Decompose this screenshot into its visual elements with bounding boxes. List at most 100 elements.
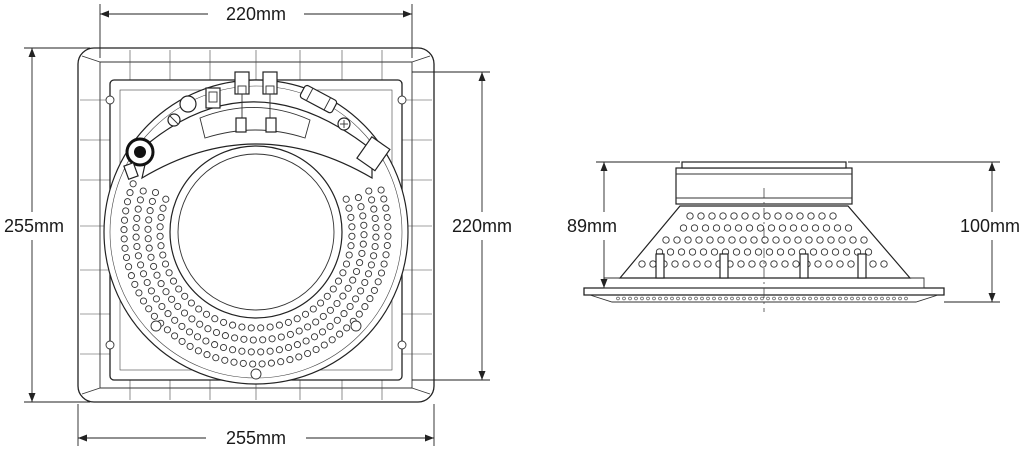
basket-hole bbox=[787, 248, 796, 256]
perforation-hole bbox=[161, 260, 170, 268]
perforation-hole bbox=[333, 316, 341, 324]
lip-dot bbox=[670, 296, 674, 301]
perforation-hole bbox=[286, 330, 294, 338]
perforation-hole bbox=[384, 223, 392, 231]
perforation-hole bbox=[145, 216, 153, 224]
perforation-hole bbox=[275, 346, 283, 354]
perforation-hole bbox=[266, 347, 274, 355]
perforation-hole bbox=[361, 303, 369, 311]
basket-hole bbox=[723, 224, 732, 232]
grille-lip-perforations bbox=[616, 296, 908, 301]
perforation-hole bbox=[259, 336, 267, 344]
perforation-hole bbox=[318, 328, 327, 336]
perforation-hole bbox=[370, 205, 378, 213]
perforation-hole bbox=[137, 261, 145, 269]
perforation-hole bbox=[352, 295, 360, 303]
perforation-hole bbox=[374, 278, 382, 286]
perforation-hole bbox=[284, 343, 293, 352]
perforation-hole bbox=[152, 295, 160, 303]
lip-dot bbox=[808, 296, 812, 301]
basket-hole bbox=[781, 260, 789, 268]
lip-dot bbox=[826, 296, 830, 301]
perforation-hole bbox=[187, 299, 195, 307]
perforation-hole bbox=[365, 187, 373, 195]
perforation-hole bbox=[295, 327, 303, 335]
perforation-hole bbox=[202, 310, 211, 318]
perforation-hole bbox=[304, 323, 312, 331]
lip-dot bbox=[880, 296, 884, 301]
basket-hole bbox=[765, 248, 774, 256]
perforation-hole bbox=[310, 333, 319, 341]
basket-hole bbox=[756, 224, 765, 232]
perforation-hole bbox=[349, 276, 357, 284]
perforation-hole bbox=[249, 336, 257, 344]
dim-bottom-width: 255mm bbox=[226, 428, 286, 448]
perforation-hole bbox=[144, 235, 152, 243]
perforation-hole bbox=[120, 235, 128, 243]
basket-hole bbox=[767, 224, 776, 232]
perforation-hole bbox=[247, 348, 255, 356]
perforation-hole bbox=[132, 224, 140, 232]
basket-hole bbox=[831, 248, 840, 256]
perforation-hole bbox=[238, 347, 246, 355]
ring-screws bbox=[150, 320, 362, 380]
perforation-hole bbox=[159, 251, 167, 259]
perforation-hole bbox=[354, 194, 362, 202]
basket-hole bbox=[649, 260, 657, 268]
lip-dot bbox=[766, 296, 770, 301]
perforation-hole bbox=[370, 252, 378, 260]
basket-hole bbox=[739, 236, 747, 244]
perforation-hole bbox=[347, 242, 355, 250]
perforation-hole bbox=[181, 292, 189, 300]
perforation-hole bbox=[230, 358, 238, 366]
perforation-hole bbox=[356, 259, 364, 267]
perforation-hole bbox=[372, 233, 380, 241]
perforation-hole bbox=[384, 232, 392, 240]
perforation-hole bbox=[165, 269, 173, 277]
basket-hole bbox=[763, 212, 771, 220]
side-view bbox=[583, 161, 945, 312]
perforation-hole bbox=[139, 187, 147, 195]
basket-hole bbox=[847, 260, 855, 268]
lip-dot bbox=[784, 296, 788, 301]
perforation-hole bbox=[339, 292, 347, 300]
perforation-hole bbox=[123, 198, 132, 206]
frame-corners bbox=[81, 55, 431, 395]
basket-hole bbox=[673, 236, 681, 244]
speaker-cone-outer bbox=[169, 145, 343, 319]
perforation-hole bbox=[134, 252, 142, 260]
perforation-hole bbox=[203, 351, 211, 359]
perforation-hole bbox=[211, 315, 219, 323]
perforation-hole bbox=[129, 180, 137, 188]
basket-hole bbox=[820, 248, 829, 256]
perforation-hole bbox=[275, 321, 283, 329]
basket-hole bbox=[759, 260, 767, 268]
basket-hole bbox=[783, 236, 791, 244]
lip-dot bbox=[664, 296, 668, 301]
front-view bbox=[77, 47, 435, 403]
dim-right-height: 220mm bbox=[452, 216, 512, 236]
perforation-hole bbox=[359, 212, 367, 220]
basket-hole bbox=[662, 236, 670, 244]
perforation-hole bbox=[345, 204, 353, 212]
basket-hole bbox=[699, 248, 708, 256]
basket-hole bbox=[743, 248, 752, 256]
basket-hole bbox=[805, 236, 813, 244]
perforation-hole bbox=[229, 321, 237, 329]
perforation-hole bbox=[257, 348, 265, 356]
perforation-hole bbox=[220, 318, 228, 326]
basket-hole bbox=[794, 236, 802, 244]
basket-hole bbox=[774, 212, 782, 220]
perforation-hole bbox=[157, 242, 165, 250]
perforation-hole bbox=[139, 270, 148, 278]
basket-hole bbox=[869, 260, 877, 268]
perforation-hole bbox=[302, 337, 310, 345]
perforation-hole bbox=[377, 269, 386, 277]
basket-hole bbox=[811, 224, 820, 232]
lip-dot bbox=[850, 296, 854, 301]
perforation-hole bbox=[150, 262, 158, 270]
perforation-hole bbox=[219, 343, 228, 352]
perforation-hole bbox=[157, 280, 165, 288]
perforation-hole bbox=[312, 345, 320, 354]
perforation-hole bbox=[336, 330, 344, 338]
